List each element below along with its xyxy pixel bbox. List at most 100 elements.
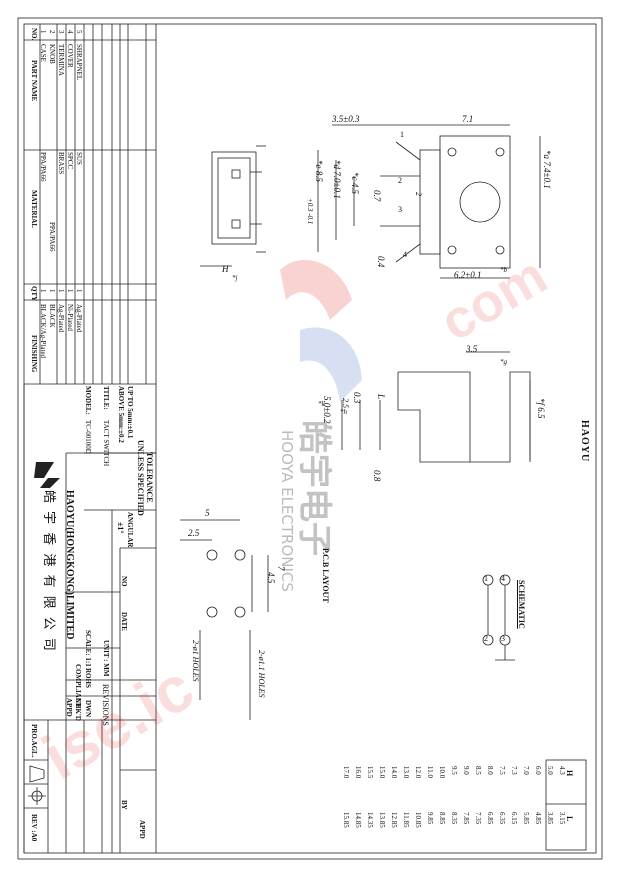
hl-cell-h: 5.0 (546, 766, 554, 775)
dim-7-0: *d 7.0±0.1 (332, 160, 342, 199)
row-material: PPA/PA66 (48, 222, 56, 252)
hl-cell-h: 16.0 (354, 766, 362, 779)
callout-3: 3 (398, 205, 402, 214)
hl-cell-h: 6.0 (534, 766, 542, 775)
dim-0-4: 0.4 (376, 256, 386, 268)
row-material: PPA/PA66 (39, 152, 47, 182)
callout-2: 2 (398, 176, 402, 185)
revisions-label: REVISIONS (101, 684, 110, 726)
dim-3-5: 3.5 (466, 344, 478, 354)
brand-label: HAOYU (579, 420, 590, 463)
header-qty: QTY (30, 286, 38, 302)
hl-cell-l: 14.85 (354, 812, 362, 828)
angular-label: ANGULAR (126, 512, 134, 548)
row-no: 2 (48, 30, 56, 34)
row-finishing: Ag-Plated (75, 304, 83, 333)
row-no: 3 (57, 30, 65, 34)
schematic-pin-3: 3 (501, 634, 505, 643)
schematic-pin-2: 2 (484, 634, 488, 643)
above-tolerance: ABOVE 5mm:±0.2 (117, 386, 125, 443)
row-part: SHRAPNEL (75, 44, 83, 81)
pcb-title: P.C.B LAYOUT (321, 548, 330, 603)
hl-cell-h: 4.3 (558, 766, 566, 775)
hl-cell-l: 12.85 (390, 812, 398, 828)
row-qty: 1 (75, 289, 83, 293)
row-material: SPCC (66, 152, 74, 170)
row-finishing: BLACK/Ag-Plated (39, 304, 47, 359)
pcb-holes-2: 2-ø1.1 HOLES (257, 650, 266, 698)
row-part: TERMINA (57, 44, 65, 76)
company-logo (34, 462, 60, 488)
rev-appd-label: APPD (138, 820, 146, 839)
header-finishing: FINISHING (30, 335, 38, 373)
hl-cell-h: 9.5 (450, 766, 458, 775)
model-value: TC-00100D (84, 420, 92, 454)
hl-cell-h: 15.0 (378, 766, 386, 779)
rev-no-label: NO (120, 576, 128, 587)
dim-b: *b (500, 266, 507, 274)
hl-cell-l: 8.35 (450, 812, 458, 825)
hl-cell-l: 10.85 (414, 812, 422, 828)
hl-cell-l: 9.85 (426, 812, 434, 825)
hl-cell-l: 6.15 (510, 812, 518, 825)
row-no: 5 (75, 30, 83, 34)
model-label: MODEL: (84, 386, 92, 415)
hl-cell-h: 7.3 (510, 766, 518, 775)
dim-0-7: 0.7 (372, 190, 382, 202)
hl-cell-l: 3.15 (558, 812, 566, 825)
hl-cell-h: 17.0 (342, 766, 350, 779)
dim-7-4: *a 7.4±0.1 (542, 150, 552, 189)
hl-header-h: H (565, 770, 574, 777)
hl-cell-l: 13.85 (378, 812, 386, 828)
row-material: SUS (75, 152, 83, 165)
dim-j: *j (232, 274, 238, 282)
hl-cell-h: 9.0 (462, 766, 470, 775)
row-finishing: BLACK (48, 304, 56, 328)
unless-specified: UNLESS SPECIFIED (136, 440, 145, 516)
schematic-pin-1: 1 (484, 574, 488, 583)
rohs-label: ROHS (84, 668, 92, 688)
tolerance-label: TOLERANCE (145, 452, 154, 503)
pcb-dim-4-5: 4.5 (266, 572, 276, 584)
dim-2: 2 (414, 192, 423, 196)
dim-8-5: *e 8.5 (314, 160, 324, 182)
dim-0-8: 0.8 (372, 470, 382, 482)
row-qty: 1 (57, 289, 65, 293)
callout-4: 4 (403, 250, 407, 259)
up-to-tolerance: UP TO 5mm:±0.1 (126, 386, 134, 439)
dim-4-5: *c 4.5 (350, 172, 360, 194)
schematic-title: SCHEMATIC (517, 580, 526, 629)
dim-L: L (376, 394, 386, 400)
scale-label: SCALE: 1:1 (84, 630, 92, 667)
hl-cell-l: 6.35 (498, 812, 506, 825)
company-name-en: HAOYU(HONGKONG)LIMITED (64, 490, 75, 640)
dim-H: H (222, 264, 229, 274)
dim-6-2: 6.2±0.1 (454, 270, 482, 280)
hl-cell-l: 5.85 (522, 812, 530, 825)
angular-value: ±1° (116, 522, 125, 534)
hl-cell-h: 15.5 (366, 766, 374, 779)
row-part: KNOB (48, 44, 56, 64)
hl-cell-l: 6.85 (486, 812, 494, 825)
dim-3-5-tol: 3.5±0.3 (332, 114, 360, 124)
header-no: NO. (30, 28, 38, 41)
dim-0-3: 0.3 (352, 392, 362, 404)
dim-6-5: *f 6.5 (536, 398, 546, 419)
appd-label: APPD (65, 698, 73, 717)
row-qty: 1 (66, 289, 74, 293)
title-label: TITLE: (102, 386, 110, 410)
dim-8-5-tol: +0.3 -0.1 (306, 198, 314, 225)
rev-date-label: DATE (120, 612, 128, 631)
schematic-pin-4: 4 (501, 574, 505, 583)
dim-k: *k (318, 400, 325, 408)
header-part: PART NAME (30, 60, 38, 102)
hl-cell-h: 10.0 (438, 766, 446, 779)
dwn-label: DWN (84, 700, 92, 718)
company-name-cn: 皓 宇 香 港 有 限 公 司 (41, 490, 56, 653)
row-qty: 1 (48, 289, 56, 293)
row-qty: 1 (39, 289, 47, 293)
hl-cell-l: 14.35 (366, 812, 374, 828)
hl-cell-h: 8.5 (474, 766, 482, 775)
watermark-cn: 皓宇电子 (294, 420, 334, 556)
